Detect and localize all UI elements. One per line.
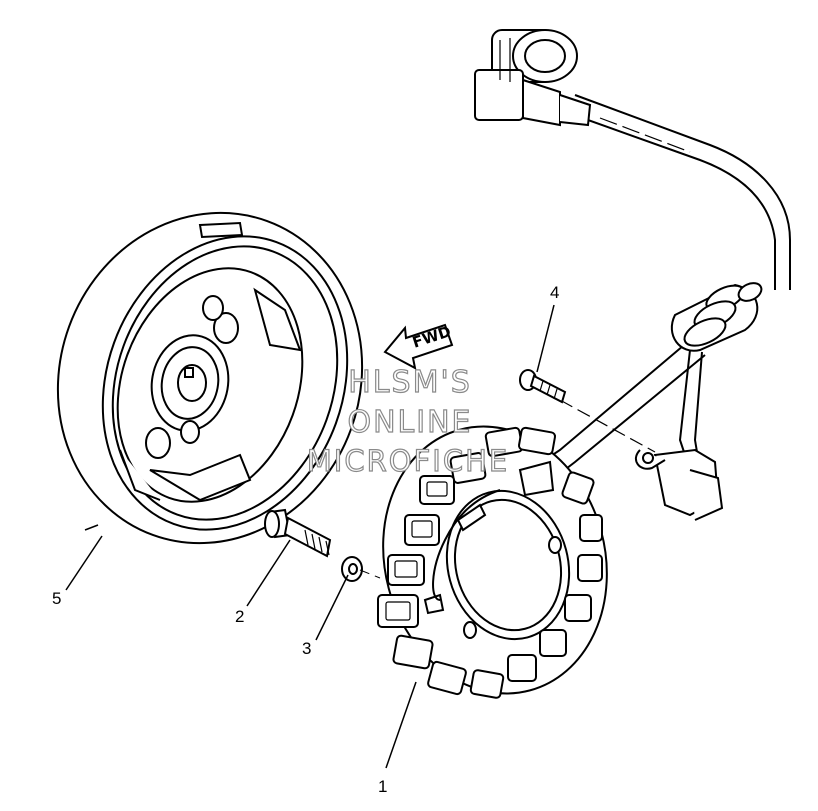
harness-grommet: [670, 282, 763, 352]
callout-part-3: 3: [302, 639, 312, 658]
pickup-coil: [634, 448, 724, 521]
washer: [341, 556, 363, 582]
callout-part-4: 4: [550, 283, 560, 302]
stator-bolt: [264, 508, 332, 558]
harness-screw: [519, 369, 567, 404]
callout-part-5: 5: [52, 589, 62, 608]
wire-harness: [529, 94, 791, 486]
watermark-line-1: HLSM'S: [348, 365, 472, 400]
leader-lines: [65, 304, 555, 769]
flywheel-rotor: [56, 211, 364, 545]
wire-connector: [474, 29, 592, 127]
callout-part-1: 1: [378, 777, 388, 796]
forward-direction-arrow: [383, 323, 454, 370]
watermark-line-3: MICROFICHE: [306, 444, 510, 478]
stator-coil: [377, 425, 608, 699]
callout-part-2: 2: [235, 607, 245, 626]
watermark-line-2: ONLINE: [347, 405, 473, 440]
